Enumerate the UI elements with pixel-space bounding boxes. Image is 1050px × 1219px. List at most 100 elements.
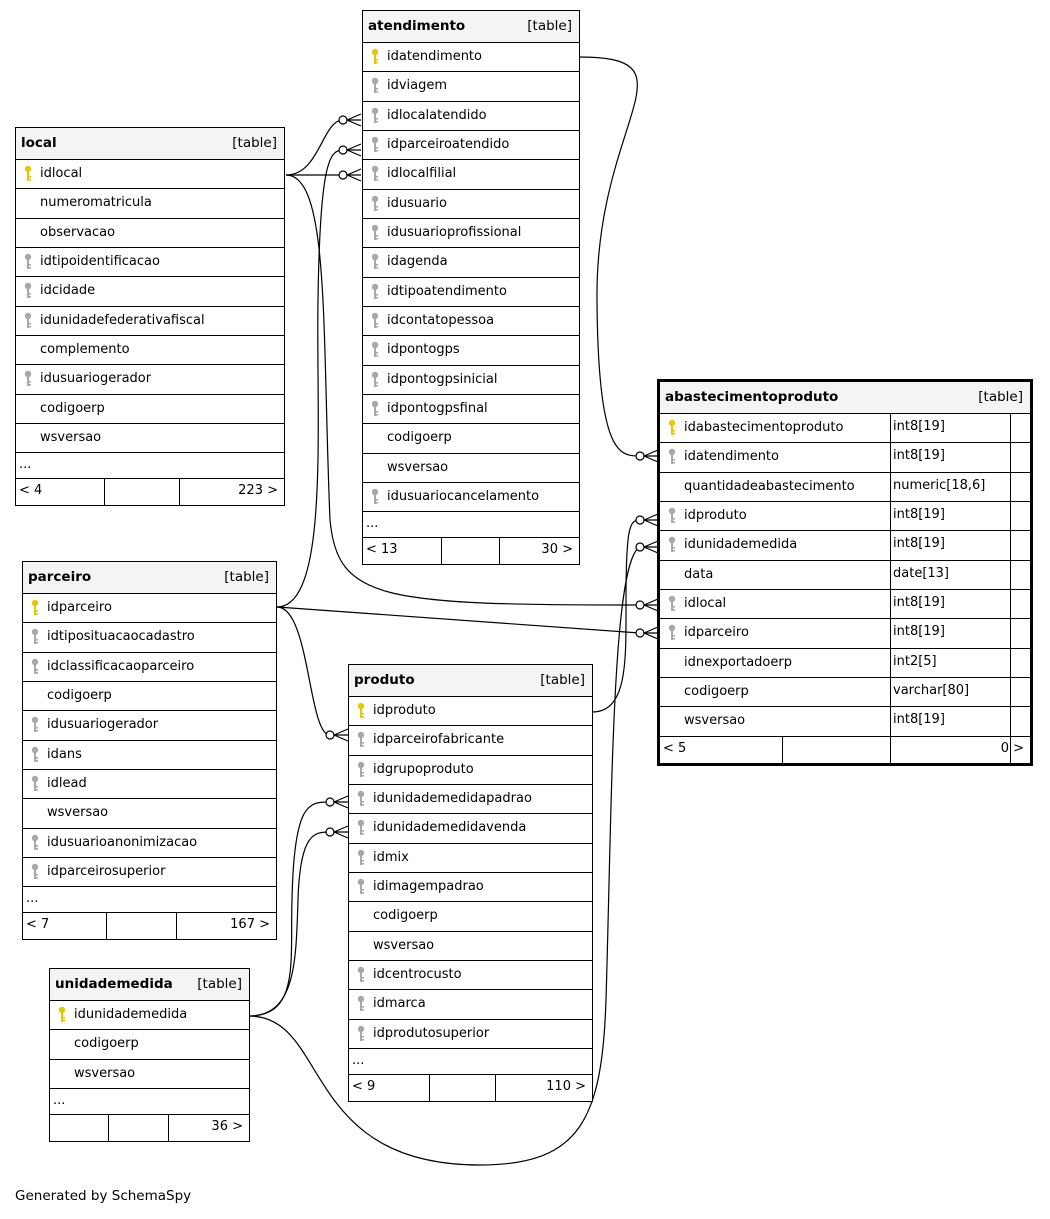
parent-count[interactable]: < 4	[19, 483, 43, 499]
parent-count[interactable]: < 7	[26, 917, 50, 933]
column-row[interactable]: idprodutosuperior	[349, 1020, 592, 1049]
column-row[interactable]: idimagempadrao	[349, 873, 592, 903]
column-row[interactable]: idlocalatendido	[363, 102, 579, 131]
column-row[interactable]: idunidadefederativafiscal	[16, 307, 284, 336]
more-columns-indicator[interactable]: ...	[50, 1089, 249, 1115]
column-divider	[1010, 414, 1011, 763]
column-row[interactable]: idans	[23, 741, 276, 770]
column-row[interactable]: idusuarioanonimizacao	[23, 829, 276, 858]
table-name[interactable]: local	[21, 135, 57, 151]
column-row[interactable]: idmix	[349, 844, 592, 873]
column-row[interactable]: idtipoatendimento	[363, 278, 579, 307]
column-row[interactable]: idagenda	[363, 248, 579, 278]
column-row[interactable]: wsversao	[363, 454, 579, 483]
column-row[interactable]: idviagem	[363, 72, 579, 102]
column-row[interactable]: wsversao	[16, 424, 284, 454]
column-row[interactable]: idclassificacaoparceiro	[23, 653, 276, 682]
column-type: int8[19]	[893, 506, 945, 522]
column-row[interactable]: idunidademedida	[50, 1001, 249, 1031]
column-row[interactable]: codigoerp	[349, 902, 592, 932]
column-name: idparceiroatendido	[387, 136, 510, 152]
column-row[interactable]: codigoerp	[16, 395, 284, 424]
column-row[interactable]: idlocal	[16, 160, 284, 190]
column-row[interactable]: idusuarioprofissional	[363, 219, 579, 249]
more-columns-indicator[interactable]: ...	[349, 1049, 592, 1075]
table-header: parceiro[table]	[23, 562, 276, 594]
column-row[interactable]: idtipoidentificacao	[16, 248, 284, 278]
column-row[interactable]: idgrupoproduto	[349, 756, 592, 785]
column-row[interactable]: idparceirosuperior	[23, 858, 276, 888]
column-row[interactable]: idunidademedidavenda	[349, 814, 592, 844]
column-row[interactable]: codigoerp	[23, 682, 276, 712]
column-row[interactable]: codigoerp	[50, 1030, 249, 1060]
parent-count[interactable]: < 5	[663, 740, 687, 756]
child-count[interactable]: 36 >	[211, 1118, 243, 1134]
table-name[interactable]: abastecimentoproduto	[665, 389, 839, 405]
column-row[interactable]: wsversao	[349, 932, 592, 961]
child-count[interactable]: 0 >	[1000, 740, 1024, 756]
column-row[interactable]: idproduto	[349, 697, 592, 727]
column-row[interactable]: wsversao	[50, 1060, 249, 1089]
column-row[interactable]: idparceiroatendido	[363, 131, 579, 161]
child-count[interactable]: 223 >	[238, 483, 278, 499]
child-count[interactable]: 167 >	[230, 917, 270, 933]
column-row[interactable]: idunidademedidapadrao	[349, 785, 592, 815]
column-row[interactable]: idlocalfilial	[363, 160, 579, 190]
column-row[interactable]: idusuariogerador	[23, 711, 276, 741]
column-row[interactable]: idusuario	[363, 190, 579, 219]
column-row[interactable]: idatendimento	[363, 43, 579, 73]
column-row[interactable]: idparceiro	[23, 594, 276, 624]
parent-count[interactable]: < 9	[352, 1078, 376, 1094]
column-row[interactable]: codigoerp	[363, 424, 579, 454]
column-row[interactable]: numeromatricula	[16, 189, 284, 219]
column-row[interactable]: idpontogpsinicial	[363, 366, 579, 395]
table-name[interactable]: produto	[354, 672, 415, 688]
more-columns-indicator[interactable]: ...	[363, 512, 579, 539]
table-name[interactable]: unidademedida	[55, 976, 173, 992]
column-row[interactable]: wsversao	[23, 799, 276, 829]
foreign-key-icon	[31, 629, 39, 645]
child-count[interactable]: 110 >	[546, 1078, 586, 1094]
column-row[interactable]: idusuariogerador	[16, 365, 284, 395]
foreign-key-icon	[371, 78, 379, 94]
column-row[interactable]: idtiposituacaocadastro	[23, 623, 276, 653]
column-row[interactable]: idpontogpsfinal	[363, 395, 579, 425]
table-abastecimentoproduto[interactable]: abastecimentoproduto[table]idabastecimen…	[657, 379, 1033, 766]
rel-local-localatendido	[285, 119, 344, 176]
column-row[interactable]: idcidade	[16, 277, 284, 307]
column-row[interactable]: idusuariocancelamento	[363, 483, 579, 513]
parent-count[interactable]: < 13	[366, 542, 398, 558]
rel-atendimento-abastecimento	[578, 56, 641, 457]
column-row[interactable]: complemento	[16, 336, 284, 366]
column-row[interactable]: idcontatopessoa	[363, 307, 579, 337]
more-columns-indicator[interactable]: ...	[23, 887, 276, 914]
column-row[interactable]: idpontogps	[363, 336, 579, 366]
table-name[interactable]: atendimento	[368, 18, 466, 34]
table-name[interactable]: parceiro	[28, 569, 92, 585]
column-name: idusuario	[387, 195, 447, 211]
column-name: idunidademedida	[74, 1007, 188, 1022]
column-row[interactable]: idparceirofabricante	[349, 726, 592, 756]
child-count[interactable]: 30 >	[541, 542, 573, 558]
column-row[interactable]: observacao	[16, 219, 284, 248]
column-row[interactable]: idmarca	[349, 990, 592, 1020]
more-columns-indicator[interactable]: ...	[16, 453, 284, 480]
column-row[interactable]: idcentrocusto	[349, 961, 592, 991]
column-row[interactable]: idlead	[23, 770, 276, 800]
